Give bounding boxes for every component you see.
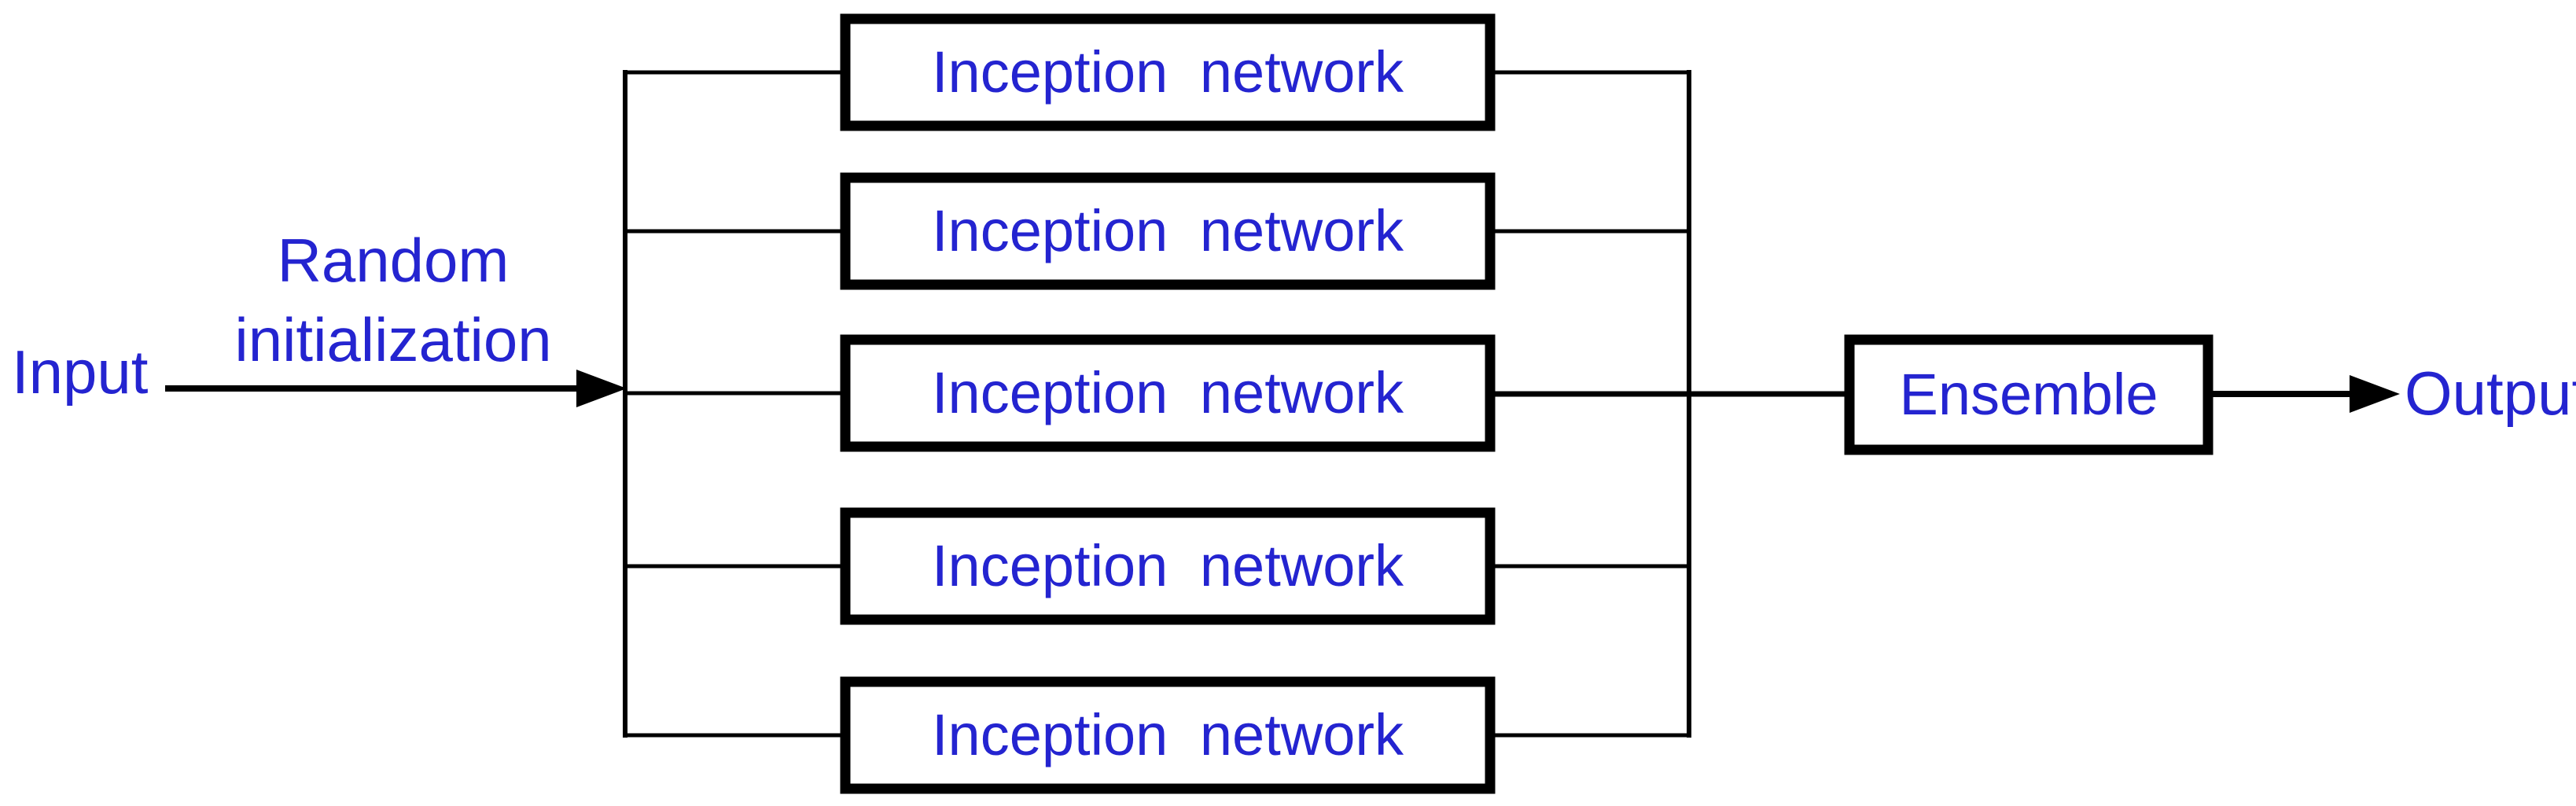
inception-network-label: Inception network — [932, 360, 1404, 425]
inception-network-label: Inception network — [932, 702, 1404, 767]
ensemble-label: Ensemble — [1899, 362, 2158, 427]
inception-network-label: Inception network — [932, 533, 1404, 598]
ensemble-box — [1844, 334, 2214, 455]
inception-network-box — [840, 676, 1496, 794]
connector-lines — [165, 70, 2354, 738]
output-label: Output — [2405, 359, 2576, 428]
input-arrowhead-icon — [576, 370, 627, 407]
inception-network-box — [840, 13, 1496, 131]
diagram-boxes — [840, 13, 2214, 794]
random-initialization-label-line2: initialization — [234, 305, 551, 374]
input-label: Input — [12, 337, 149, 407]
random-initialization-label-line1: Random — [278, 226, 510, 295]
inception-network-label: Inception network — [932, 198, 1404, 263]
inception-network-box — [840, 172, 1496, 290]
inception-network-box — [840, 507, 1496, 625]
output-arrowhead-icon — [2350, 375, 2400, 413]
inception-network-box — [840, 334, 1496, 452]
diagram-labels: Input Random initialization Inception ne… — [12, 39, 2576, 767]
arrowheads — [576, 370, 2400, 413]
inception-network-label: Inception network — [932, 39, 1404, 105]
